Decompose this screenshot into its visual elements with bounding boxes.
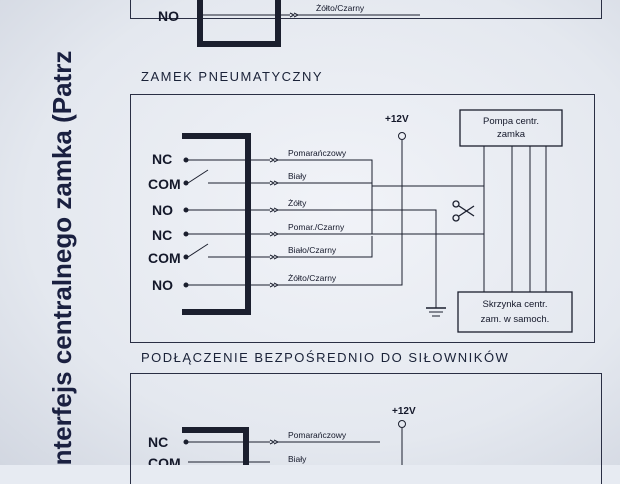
- pin-dot-1: [183, 157, 189, 163]
- wire-label-1: Pomarańczowy: [288, 148, 347, 158]
- direct-pin-label-2: COM: [148, 455, 181, 465]
- direct-wire-label-1: Pomarańczowy: [288, 430, 347, 440]
- wiring-diagram: NO Żółto/Czarny NC COM NO NC COM NO Poma…: [148, 0, 573, 465]
- car-box: [457, 291, 573, 333]
- direct-heading: PODŁĄCZENIE BEZPOŚREDNIO DO SIŁOWNIKÓW: [141, 350, 510, 365]
- supply-terminal: [398, 132, 406, 140]
- pin-dot-2: [183, 180, 189, 186]
- pin-dot-6: [183, 282, 189, 288]
- pin-label-4: NC: [152, 227, 172, 243]
- wire-orange: [278, 159, 373, 234]
- contact-com-1: [187, 169, 209, 184]
- direct-relay-block: [182, 427, 249, 465]
- pin-label-1: NC: [152, 151, 172, 167]
- supply-label: +12V: [385, 114, 409, 125]
- wire-yellow: [278, 209, 437, 308]
- top-section-frame: [130, 0, 602, 19]
- wire-connectors: [269, 157, 280, 288]
- pump-box-line2: zamka: [497, 129, 526, 140]
- pin-dot-5: [183, 254, 189, 260]
- top-pin-label: NO: [158, 8, 179, 24]
- direct-pin-label-1: NC: [148, 434, 168, 450]
- wire-yellow-black: [278, 140, 403, 286]
- ground-symbol: [426, 307, 446, 317]
- direct-section-frame: [130, 373, 602, 484]
- pneumatic-section-frame: [130, 94, 595, 343]
- top-wire-connector: [289, 12, 300, 18]
- direct-supply-terminal: [398, 420, 406, 428]
- wire-label-6: Żółto/Czarny: [288, 273, 337, 283]
- contact-com-2: [187, 243, 209, 258]
- direct-wire-label-2: Biały: [288, 454, 307, 464]
- wire-label-2: Biały: [288, 171, 307, 181]
- pump-box: [459, 109, 563, 147]
- scissors-icon: [452, 200, 475, 222]
- pneumatic-relay-block: [182, 133, 251, 315]
- pin-label-6: NO: [152, 277, 173, 293]
- top-pin-dot: [197, 12, 203, 18]
- pin-label-3: NO: [152, 202, 173, 218]
- wire-label-5: Biało/Czarny: [288, 245, 337, 255]
- wire-label-4: Pomar./Czarny: [288, 222, 345, 232]
- car-box-line2: zam. w samoch.: [481, 314, 550, 325]
- wire-label-3: Żółty: [288, 198, 307, 208]
- top-relay-block: [197, 0, 281, 47]
- pin-dot-3: [183, 207, 189, 213]
- pin-dot-4: [183, 231, 189, 237]
- car-box-line1: Skrzynka centr.: [483, 299, 548, 310]
- pump-box-line1: Pompa centr.: [483, 116, 539, 127]
- pneumatic-heading: ZAMEK PNEUMATYCZNY: [141, 69, 324, 84]
- pin-label-2: COM: [148, 176, 181, 192]
- pin-label-5: COM: [148, 250, 181, 266]
- top-wire-label: Żółto/Czarny: [316, 3, 365, 13]
- direct-supply-label: +12V: [392, 406, 416, 417]
- wire-white-black: [278, 236, 373, 258]
